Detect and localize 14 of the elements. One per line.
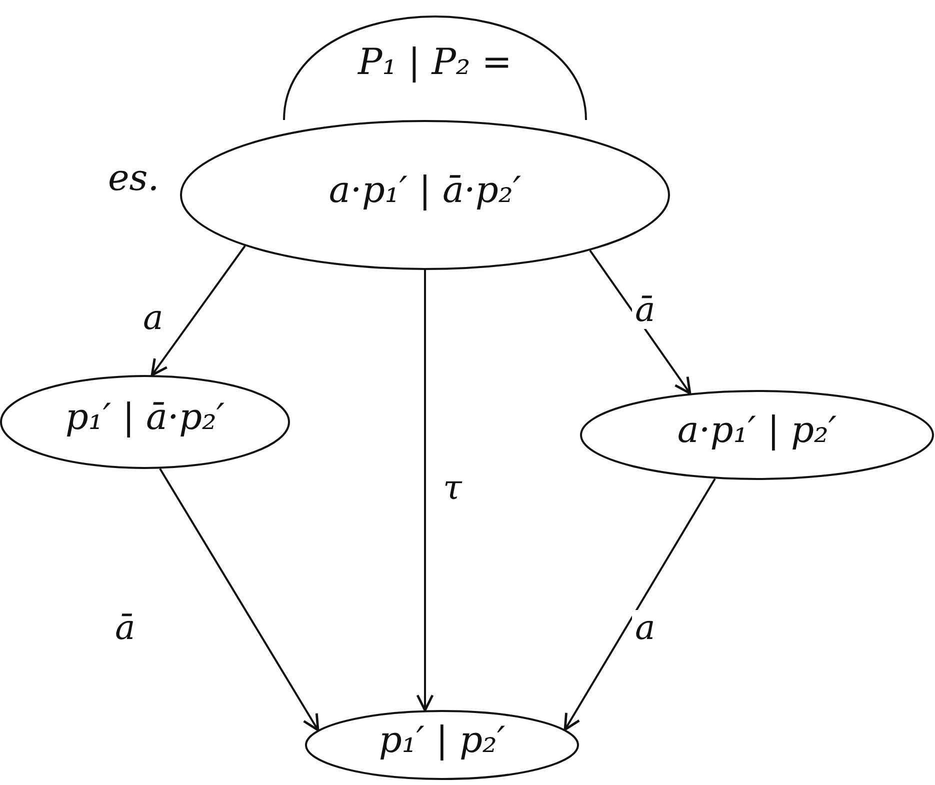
state-label: p₁′ | p₂′	[378, 720, 506, 761]
arrow	[150, 245, 246, 376]
state-ellipse	[0, 375, 290, 469]
note-text: es.	[108, 158, 160, 199]
arrow	[589, 250, 692, 395]
arrow	[416, 270, 434, 712]
state-ellipse	[305, 710, 579, 780]
state-ellipse	[580, 390, 934, 480]
arrow	[159, 468, 320, 732]
state-label: P₁ | P₂ =	[356, 42, 513, 83]
state-label: a·p₁′ | p₂′	[676, 410, 838, 451]
state-label: a·p₁′ | ā·p₂′	[328, 170, 522, 211]
arrow	[564, 478, 716, 731]
state-label: p₁′ | ā·p₂′	[64, 397, 226, 438]
